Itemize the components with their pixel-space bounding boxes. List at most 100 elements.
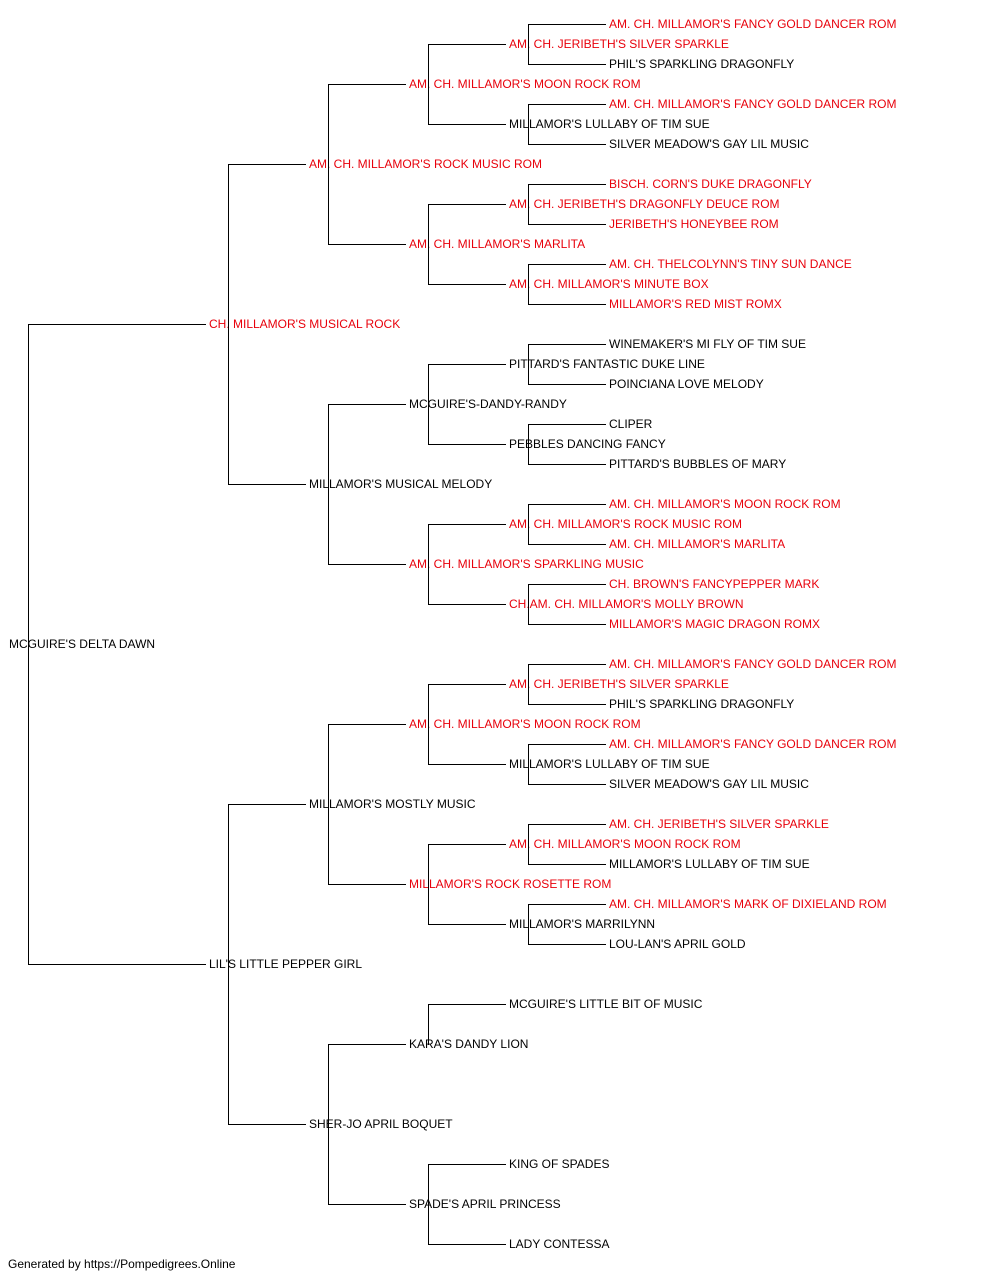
sire-connector-line bbox=[528, 344, 606, 345]
ancestor-name: AM. CH. MILLAMOR'S MARK OF DIXIELAND ROM bbox=[608, 897, 888, 911]
sire-connector-line bbox=[328, 404, 406, 405]
sire-connector-line bbox=[228, 804, 306, 805]
sire-connector-line bbox=[228, 164, 306, 165]
ancestor-name: AM. CH. MILLAMOR'S MINUTE BOX bbox=[508, 277, 710, 291]
ancestor-name: AM. CH. MILLAMOR'S MARLITA bbox=[608, 537, 787, 551]
dam-connector-line bbox=[528, 704, 606, 705]
bracket-vertical-line bbox=[428, 1004, 429, 1045]
bracket-vertical-line bbox=[228, 804, 229, 1125]
sire-connector-line bbox=[528, 584, 606, 585]
sire-connector-line bbox=[428, 364, 506, 365]
ancestor-name: AM. CH. MILLAMOR'S MOON ROCK ROM bbox=[408, 77, 642, 91]
ancestor-name: LIL'S LITTLE PEPPER GIRL bbox=[208, 957, 364, 971]
bracket-vertical-line bbox=[528, 344, 529, 385]
generated-by-footer: Generated by https://Pompedigrees.Online bbox=[8, 1257, 236, 1271]
bracket-vertical-line bbox=[428, 684, 429, 765]
dam-connector-line bbox=[528, 544, 606, 545]
ancestor-name: CH. BROWN'S FANCYPEPPER MARK bbox=[608, 577, 821, 591]
ancestor-name: SHER-JO APRIL BOQUET bbox=[308, 1117, 454, 1131]
dam-connector-line bbox=[528, 624, 606, 625]
ancestor-name: MILLAMOR'S MOSTLY MUSIC bbox=[308, 797, 477, 811]
bracket-vertical-line bbox=[528, 424, 529, 465]
ancestor-name: CLIPER bbox=[608, 417, 654, 431]
sire-connector-line bbox=[528, 104, 606, 105]
dam-connector-line bbox=[528, 384, 606, 385]
ancestor-name: PITTARD'S BUBBLES OF MARY bbox=[608, 457, 788, 471]
sire-connector-line bbox=[528, 744, 606, 745]
sire-connector-line bbox=[528, 424, 606, 425]
bracket-vertical-line bbox=[428, 1164, 429, 1245]
sire-connector-line bbox=[428, 684, 506, 685]
sire-connector-line bbox=[428, 844, 506, 845]
ancestor-name: SILVER MEADOW'S GAY LIL MUSIC bbox=[608, 777, 810, 791]
ancestor-name: AM. CH. MILLAMOR'S ROCK MUSIC ROM bbox=[308, 157, 543, 171]
ancestor-name: MCGUIRE'S-DANDY-RANDY bbox=[408, 397, 568, 411]
ancestor-name: CH.AM. CH. MILLAMOR'S MOLLY BROWN bbox=[508, 597, 745, 611]
bracket-vertical-line bbox=[328, 724, 329, 885]
ancestor-name: AM. CH. MILLAMOR'S ROCK MUSIC ROM bbox=[508, 517, 743, 531]
dam-connector-line bbox=[328, 244, 406, 245]
dam-connector-line bbox=[428, 124, 506, 125]
bracket-vertical-line bbox=[528, 504, 529, 545]
sire-connector-line bbox=[528, 264, 606, 265]
bracket-vertical-line bbox=[328, 1044, 329, 1205]
dam-connector-line bbox=[428, 284, 506, 285]
sire-connector-line bbox=[528, 184, 606, 185]
ancestor-name: AM. CH. MILLAMOR'S FANCY GOLD DANCER ROM bbox=[608, 657, 898, 671]
bracket-vertical-line bbox=[428, 364, 429, 445]
sire-connector-line bbox=[328, 84, 406, 85]
ancestor-name: SPADE'S APRIL PRINCESS bbox=[408, 1197, 562, 1211]
ancestor-name: AM. CH. MILLAMOR'S MARLITA bbox=[408, 237, 587, 251]
ancestor-name: AM. CH. MILLAMOR'S MOON ROCK ROM bbox=[408, 717, 642, 731]
ancestor-name: AM. CH. JERIBETH'S DRAGONFLY DEUCE ROM bbox=[508, 197, 781, 211]
dam-connector-line bbox=[528, 464, 606, 465]
bracket-vertical-line bbox=[428, 44, 429, 125]
ancestor-name: AM. CH. MILLAMOR'S FANCY GOLD DANCER ROM bbox=[608, 97, 898, 111]
bracket-vertical-line bbox=[528, 104, 529, 145]
ancestor-name: MILLAMOR'S LULLABY OF TIM SUE bbox=[508, 757, 711, 771]
ancestor-name: MILLAMOR'S LULLABY OF TIM SUE bbox=[508, 117, 711, 131]
sire-connector-line bbox=[528, 824, 606, 825]
sire-connector-line bbox=[528, 664, 606, 665]
dam-connector-line bbox=[428, 1244, 506, 1245]
dam-connector-line bbox=[328, 1204, 406, 1205]
dam-connector-line bbox=[428, 924, 506, 925]
ancestor-name: PHIL'S SPARKLING DRAGONFLY bbox=[608, 57, 796, 71]
bracket-vertical-line bbox=[428, 844, 429, 925]
bracket-vertical-line bbox=[528, 584, 529, 625]
bracket-vertical-line bbox=[428, 204, 429, 285]
ancestor-name: MILLAMOR'S ROCK ROSETTE ROM bbox=[408, 877, 613, 891]
dam-connector-line bbox=[428, 444, 506, 445]
sire-connector-line bbox=[328, 1044, 406, 1045]
ancestor-name: AM. CH. MILLAMOR'S MOON ROCK ROM bbox=[608, 497, 842, 511]
ancestor-name: SILVER MEADOW'S GAY LIL MUSIC bbox=[608, 137, 810, 151]
bracket-vertical-line bbox=[228, 164, 229, 485]
dam-connector-line bbox=[528, 64, 606, 65]
bracket-vertical-line bbox=[28, 324, 29, 965]
subject-dog-name: MCGUIRE'S DELTA DAWN bbox=[8, 637, 157, 651]
ancestor-name: PITTARD'S FANTASTIC DUKE LINE bbox=[508, 357, 706, 371]
ancestor-name: PHIL'S SPARKLING DRAGONFLY bbox=[608, 697, 796, 711]
bracket-vertical-line bbox=[528, 664, 529, 705]
bracket-vertical-line bbox=[328, 404, 329, 565]
ancestor-name: AM. CH. MILLAMOR'S FANCY GOLD DANCER ROM bbox=[608, 17, 898, 31]
sire-connector-line bbox=[528, 904, 606, 905]
dam-connector-line bbox=[28, 964, 206, 965]
sire-connector-line bbox=[428, 204, 506, 205]
bracket-vertical-line bbox=[528, 744, 529, 785]
ancestor-name: POINCIANA LOVE MELODY bbox=[608, 377, 765, 391]
sire-connector-line bbox=[328, 724, 406, 725]
ancestor-name: AM. CH. JERIBETH'S SILVER SPARKLE bbox=[508, 37, 730, 51]
ancestor-name: MILLAMOR'S MAGIC DRAGON ROMX bbox=[608, 617, 821, 631]
ancestor-name: MCGUIRE'S LITTLE BIT OF MUSIC bbox=[508, 997, 704, 1011]
ancestor-name: AM. CH. MILLAMOR'S SPARKLING MUSIC bbox=[408, 557, 645, 571]
ancestor-name: MILLAMOR'S MARRILYNN bbox=[508, 917, 657, 931]
ancestor-name: KARA'S DANDY LION bbox=[408, 1037, 530, 1051]
dam-connector-line bbox=[228, 1124, 306, 1125]
ancestor-name: CH. MILLAMOR'S MUSICAL ROCK bbox=[208, 317, 402, 331]
dam-connector-line bbox=[428, 764, 506, 765]
dam-connector-line bbox=[528, 944, 606, 945]
ancestor-name: AM. CH. JERIBETH'S SILVER SPARKLE bbox=[508, 677, 730, 691]
sire-connector-line bbox=[428, 44, 506, 45]
